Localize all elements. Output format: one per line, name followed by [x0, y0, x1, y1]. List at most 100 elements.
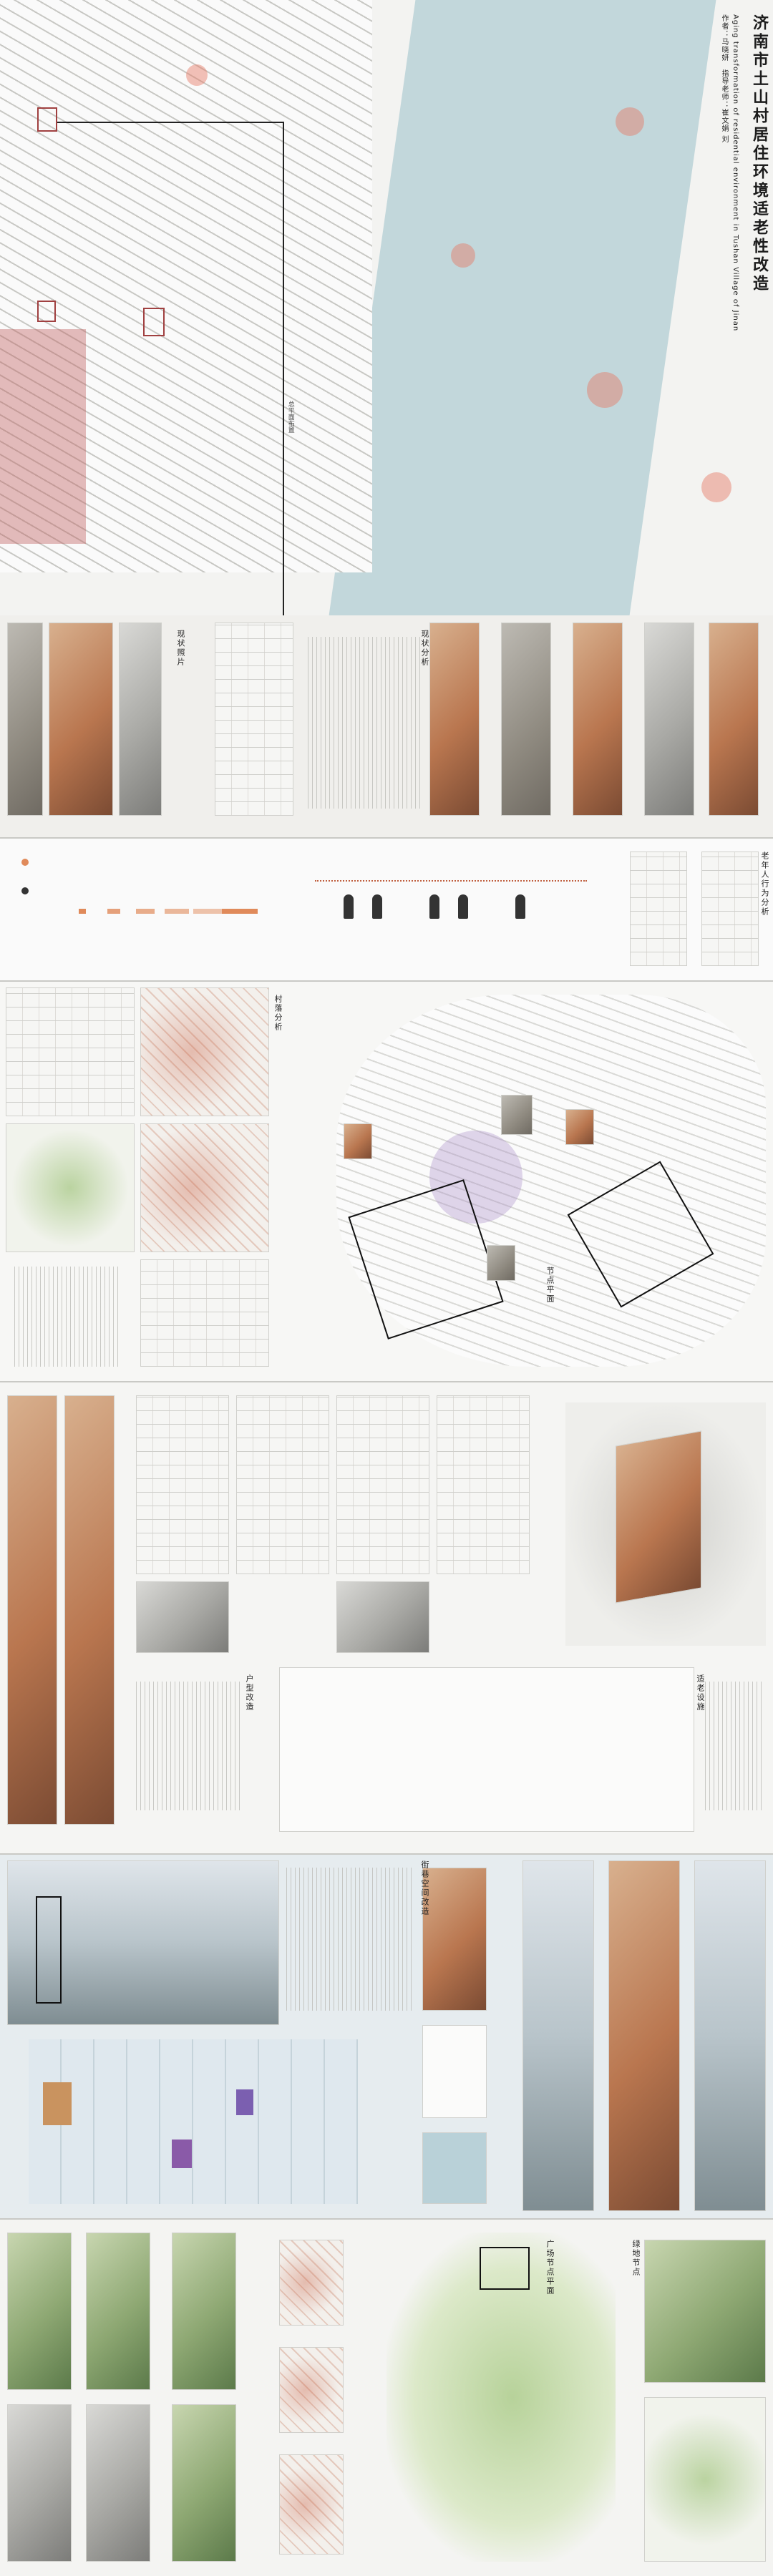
- node-plan-label: 节点平面: [545, 1267, 555, 1304]
- floor-plan: [437, 1395, 530, 1574]
- behavior-map: [701, 852, 759, 966]
- green-render: [644, 2240, 766, 2383]
- status-photo: [49, 623, 113, 816]
- tree-blob: [616, 107, 644, 136]
- park-render: [86, 2404, 150, 2562]
- status-photo: [119, 623, 162, 816]
- callout-frame: [37, 301, 56, 322]
- callout-frame: [143, 308, 165, 336]
- square-plan: [386, 2233, 616, 2562]
- building-photo: [573, 623, 623, 816]
- street-view: [694, 1860, 766, 2211]
- poster-subtitle: Aging transformation of residential envi…: [731, 14, 739, 332]
- interior-render: [7, 1395, 57, 1825]
- status-analysis-label: 现状分析: [420, 630, 429, 667]
- status-map: [215, 623, 293, 816]
- street-frame: [36, 1896, 62, 2004]
- aerial-section: 济南市土山村居住环境适老性改造 Aging transformation of …: [0, 0, 773, 615]
- tree-blob: [451, 243, 475, 268]
- section-divider: [0, 1853, 773, 1855]
- park-render: [7, 2233, 72, 2390]
- building-photo: [501, 623, 551, 816]
- elder-figure-icon: [429, 894, 439, 919]
- square-plan-label: 广场节点平面: [545, 2240, 555, 2296]
- street-detail: [422, 2132, 487, 2204]
- house-model: [487, 1245, 515, 1281]
- zoning-diagram: [279, 2454, 344, 2555]
- layer-diagram: [29, 2039, 358, 2204]
- building-photo: [709, 623, 759, 816]
- poster-authors: 作者：马晓妍 指导老师：崔文娟 刘: [720, 14, 728, 144]
- section-divider: [0, 980, 773, 982]
- floor-plan: [236, 1395, 329, 1574]
- elder-figure-icon: [515, 894, 525, 919]
- analysis-bar: [165, 909, 189, 914]
- legend-dot: [21, 887, 29, 894]
- square-frame: [480, 2247, 530, 2290]
- poster-title: 济南市土山村居住环境适老性改造: [750, 14, 769, 293]
- interior-render: [64, 1395, 115, 1825]
- section-divider: [0, 1381, 773, 1382]
- floor-plan: [336, 1395, 429, 1574]
- status-photos-label: 现状照片: [176, 630, 185, 667]
- park-render: [172, 2233, 236, 2390]
- behavior-section: 老年人行为分析: [0, 837, 773, 980]
- axon-model: [336, 1581, 429, 1653]
- house-model: [501, 1095, 533, 1135]
- analysis-bar: [79, 909, 86, 914]
- building-photo: [644, 623, 694, 816]
- perspective-model: [616, 1430, 701, 1604]
- leader-line: [283, 122, 284, 615]
- park-render: [7, 2404, 72, 2562]
- unit-section: 户型改造 适老设施: [0, 1381, 773, 1853]
- facility-label: 适老设施: [696, 1674, 705, 1712]
- axon-model: [136, 1581, 229, 1653]
- analysis-map: [140, 1259, 269, 1367]
- zoning-diagram: [279, 2347, 344, 2433]
- analysis-map: [6, 1123, 135, 1252]
- green-plan: [644, 2397, 766, 2562]
- street-space-label: 街巷空间改造: [420, 1860, 429, 1916]
- village-section: 村落分析 节点平面: [0, 980, 773, 1381]
- dotted-route: [315, 880, 587, 882]
- callout-frame: [37, 107, 57, 132]
- analysis-bar: [222, 909, 258, 914]
- red-zone: [0, 329, 86, 544]
- status-section: 现状照片 现状分析: [0, 615, 773, 837]
- building-photo: [429, 623, 480, 816]
- square-section: 广场节点平面 绿地节点: [0, 2218, 773, 2576]
- analysis-bar: [107, 909, 120, 914]
- unit-plan-label: 户型改造: [245, 1674, 254, 1712]
- street-render: [7, 1860, 279, 2025]
- tree-blob: [186, 64, 208, 86]
- street-view: [608, 1860, 680, 2211]
- house-model: [565, 1109, 594, 1145]
- facility-table: [279, 1667, 694, 1832]
- tree-blob: [701, 472, 731, 502]
- analysis-bar: [193, 909, 223, 914]
- park-render: [86, 2233, 150, 2390]
- analysis-map: [140, 1123, 269, 1252]
- behavior-map: [630, 852, 687, 966]
- elder-figure-icon: [372, 894, 382, 919]
- elder-behavior-label: 老年人行为分析: [760, 852, 769, 917]
- park-render: [172, 2404, 236, 2562]
- layer-accent: [172, 2140, 192, 2168]
- street-section: 街巷空间改造: [0, 1853, 773, 2218]
- analysis-map: [6, 987, 135, 1116]
- house-model: [344, 1123, 372, 1159]
- floor-plan: [136, 1395, 229, 1574]
- village-analysis-label: 村落分析: [273, 995, 283, 1032]
- water-area: [329, 0, 716, 615]
- site-plan-label: 总平面布置: [286, 401, 294, 433]
- analysis-text: [14, 1267, 122, 1367]
- layer-accent: [236, 2089, 253, 2115]
- section-divider: [0, 837, 773, 839]
- elder-figure-icon: [458, 894, 468, 919]
- facility-text: [136, 1682, 243, 1810]
- legend-dot: [21, 859, 29, 866]
- facility-text: [705, 1682, 762, 1810]
- leader-line: [57, 122, 283, 123]
- street-text: [286, 1868, 415, 2011]
